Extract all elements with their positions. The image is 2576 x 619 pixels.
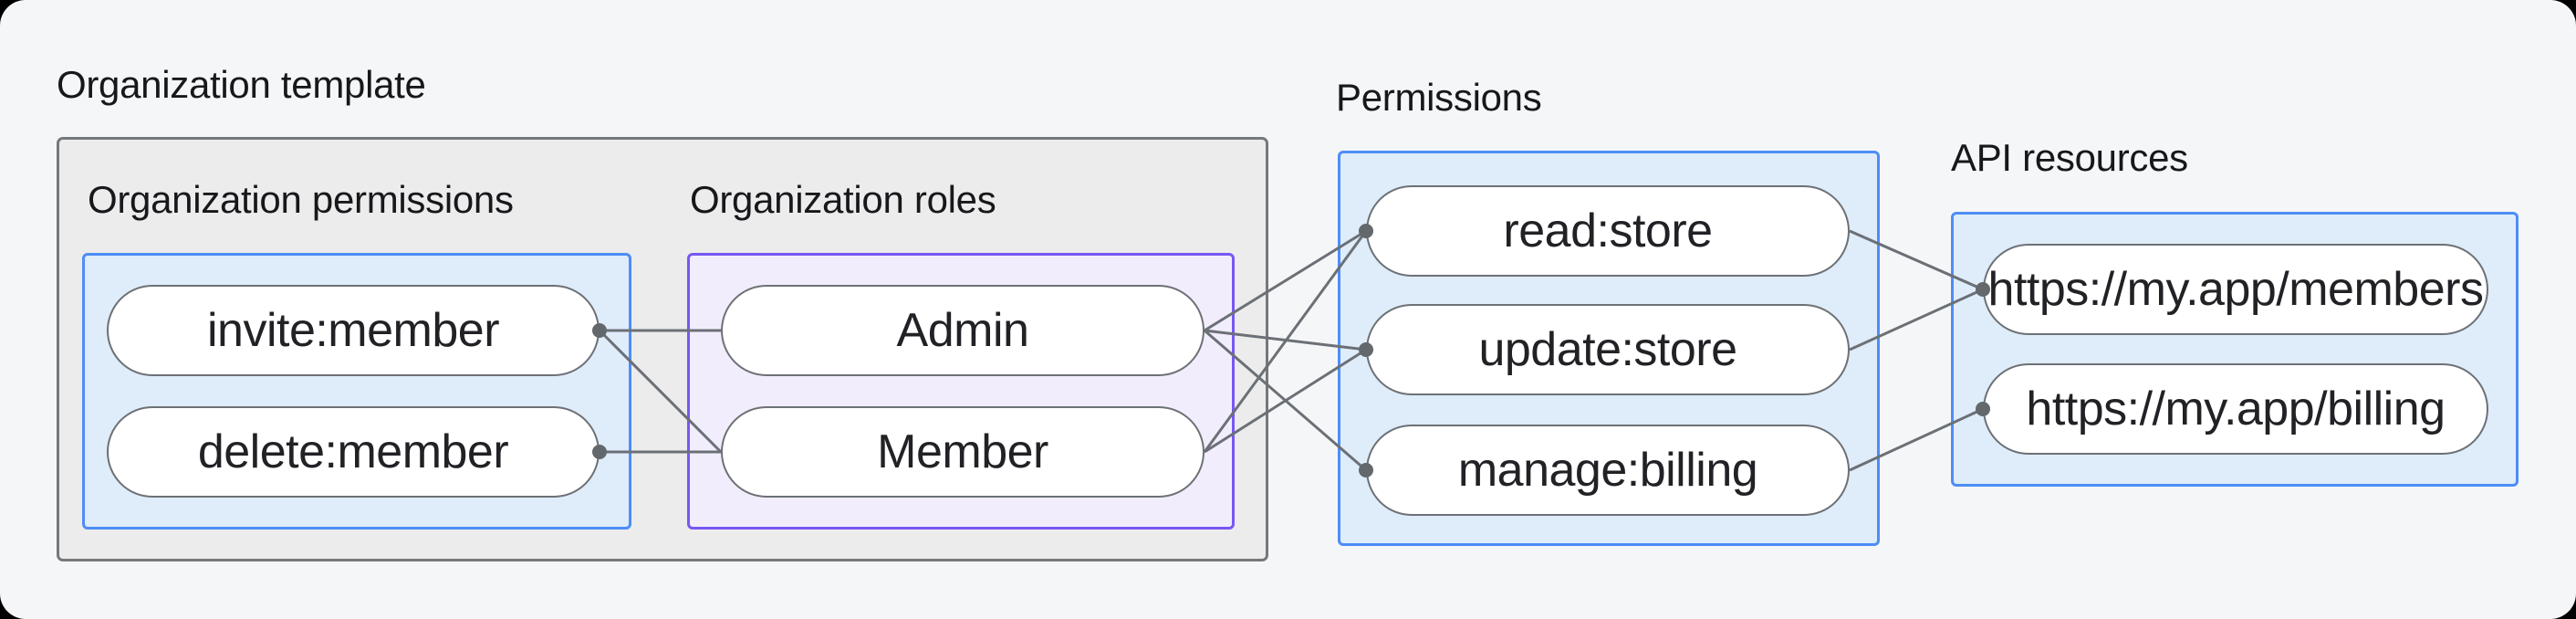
org-template-title: Organization template	[57, 63, 426, 106]
node-read-store: read:store	[1366, 185, 1850, 277]
org-permissions-title: Organization permissions	[88, 178, 514, 221]
node-invite-member: invite:member	[107, 285, 600, 376]
node-delete-member: delete:member	[107, 406, 600, 498]
node-manage-billing: manage:billing	[1366, 425, 1850, 516]
connection-dot-members-api	[1976, 282, 1990, 297]
node-member-role: Member	[721, 406, 1205, 498]
connection-dot-manage-billing	[1359, 463, 1373, 477]
connection-dot-delete-member	[592, 445, 607, 459]
connection-dot-invite-member	[592, 323, 607, 338]
node-api-billing: https://my.app/billing	[1983, 363, 2488, 455]
node-api-members: https://my.app/members	[1983, 244, 2488, 335]
api-resources-title: API resources	[1951, 136, 2188, 179]
org-roles-title: Organization roles	[690, 178, 996, 221]
connection-dot-billing-api	[1976, 402, 1990, 416]
node-admin-role: Admin	[721, 285, 1205, 376]
connection-dot-update-store	[1359, 342, 1373, 357]
permissions-title: Permissions	[1336, 76, 1542, 119]
connection-dot-read-store	[1359, 224, 1373, 238]
node-update-store: update:store	[1366, 304, 1850, 395]
